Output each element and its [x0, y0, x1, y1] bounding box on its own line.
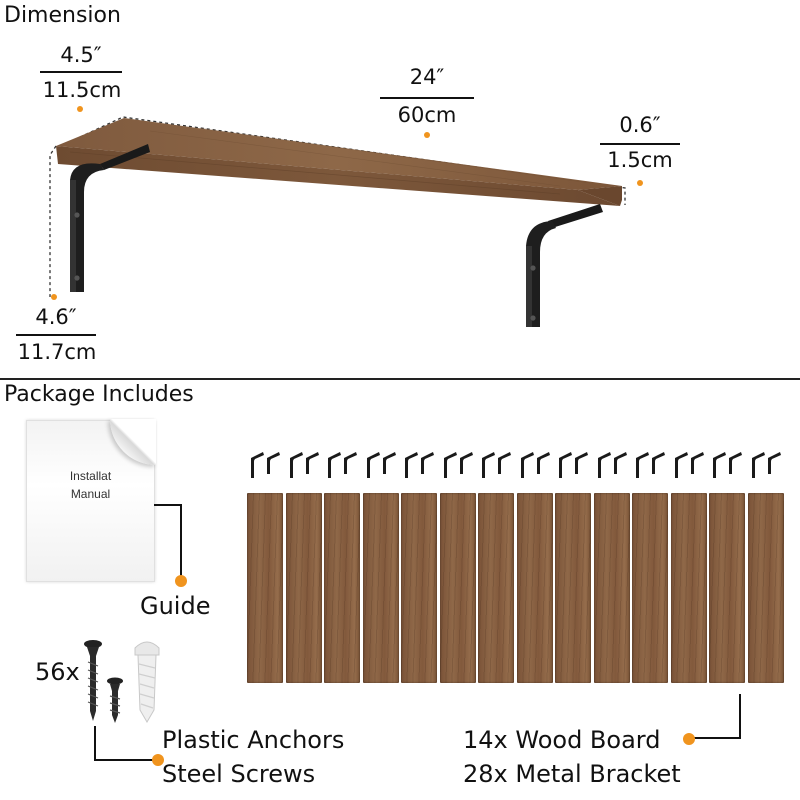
wood-board: [285, 493, 322, 683]
shelf-top-surface: [56, 118, 622, 190]
bracket-pair-icon: [674, 452, 704, 478]
height-cm-label: 11.7cm: [17, 340, 97, 364]
bracket-pair-icon: [597, 452, 627, 478]
wood-board: [401, 493, 437, 683]
wood-board: [516, 493, 553, 683]
bracket-pair-icon: [366, 452, 396, 478]
brackets-label: 28x Metal Bracket: [463, 760, 681, 788]
length-divider: [380, 97, 474, 99]
bracket-pair-icon: [482, 452, 511, 478]
shelf-front-face: [56, 146, 620, 206]
manual-line-2: Manual: [70, 487, 111, 501]
wood-board: [632, 493, 668, 683]
long-screw-icon: [84, 640, 102, 721]
wood-board: [593, 493, 630, 683]
bracket-pair-icon: [405, 452, 434, 478]
bracket-pair-icon: [520, 452, 550, 478]
shelf-illustration: [49, 116, 626, 327]
depth-inch-label: 4.5″: [60, 43, 102, 67]
plastic-anchor-icon: [134, 641, 160, 723]
depth-divider: [40, 71, 122, 73]
hardware-marker: [152, 754, 164, 766]
depth-marker: [77, 106, 83, 112]
thickness-divider: [600, 143, 680, 145]
dimension-heading: Dimension: [4, 3, 121, 28]
dimension-guide-left: [49, 145, 57, 297]
anchors-label: Plastic Anchors: [162, 726, 345, 754]
bracket-pair-icon: [713, 452, 742, 478]
manual-line-1: Installat: [69, 469, 112, 483]
bracket-pair-icon: [251, 452, 280, 478]
thickness-cm-label: 1.5cm: [607, 148, 673, 172]
wood-board: [439, 493, 476, 683]
wood-board: [670, 493, 707, 683]
bracket-pair-icon: [328, 452, 357, 478]
guide-marker: [175, 575, 187, 587]
length-marker: [424, 132, 430, 138]
depth-cm-label: 11.5cm: [42, 78, 122, 102]
boards-marker: [683, 733, 695, 745]
page-curl-icon: [110, 419, 156, 465]
wood-board: [555, 493, 591, 683]
length-cm-label: 60cm: [397, 103, 457, 127]
height-marker: [51, 294, 57, 300]
left-bracket: [70, 144, 150, 292]
right-bracket: [526, 204, 603, 327]
wood-board: [709, 493, 745, 683]
bracket-pair-icon: [559, 452, 588, 478]
wood-board: [362, 493, 399, 683]
wood-board: [247, 493, 283, 683]
package-heading: Package Includes: [4, 382, 194, 407]
boards-label: 14x Wood Board: [463, 726, 661, 754]
wood-board: [324, 493, 360, 683]
bracket-pair-icon: [443, 452, 473, 478]
height-inch-label: 4.6″: [35, 305, 77, 329]
guide-label: Guide: [140, 592, 211, 620]
bracket-pair-icon: [289, 452, 319, 478]
screw-count-label: 56x: [35, 658, 80, 686]
screws-label: Steel Screws: [162, 760, 316, 788]
thickness-inch-label: 0.6″: [619, 113, 661, 137]
section-divider: [0, 378, 800, 380]
wood-board: [478, 493, 514, 683]
thickness-marker: [637, 180, 643, 186]
length-inch-label: 24″: [409, 65, 445, 89]
bracket-pair-icon: [751, 452, 781, 478]
short-screw-icon: [107, 677, 123, 723]
bracket-pair-icon: [636, 452, 665, 478]
wood-board: [747, 493, 784, 683]
height-divider: [16, 334, 96, 336]
installation-manual: Installat Manual: [26, 419, 156, 582]
